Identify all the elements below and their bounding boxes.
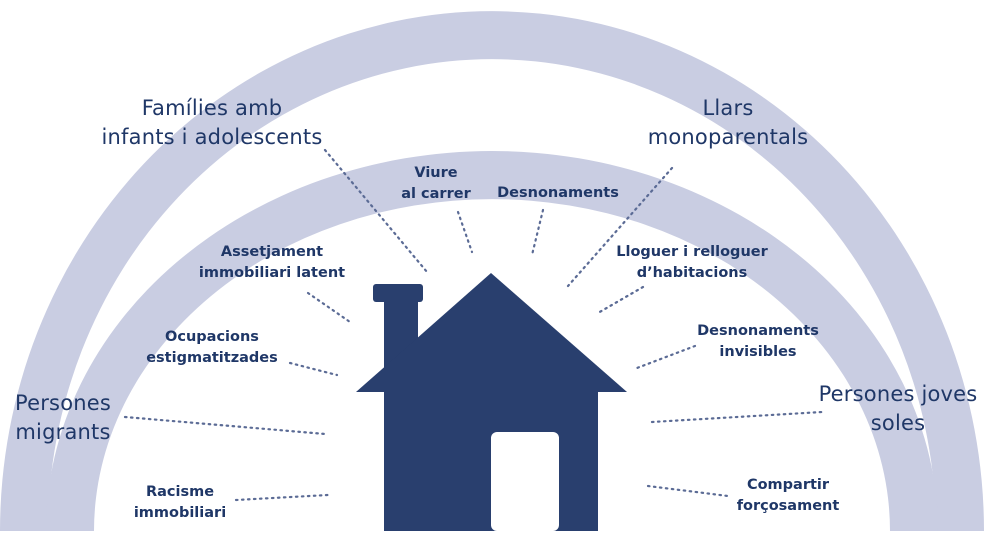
label-families: Famílies amb infants i adolescents	[101, 96, 323, 149]
door	[491, 432, 559, 531]
connectors	[123, 148, 824, 502]
label-rent: Lloguer i relloguer d’habitacions	[616, 244, 768, 281]
label-racism: Racisme immobiliari	[133, 484, 227, 521]
roof	[356, 273, 627, 392]
connector-young	[650, 410, 824, 424]
connector-racism	[234, 493, 330, 502]
label-invisible-evictions: Desnonaments invisibles	[697, 323, 819, 360]
connector-harassment	[306, 291, 352, 324]
connector-migrants	[123, 415, 327, 436]
label-young: Persones joves soles	[818, 382, 978, 435]
label-evictions: Desnonaments	[497, 185, 619, 201]
house-icon	[356, 273, 627, 531]
connector-rent	[596, 285, 645, 315]
connector-single-parent	[566, 166, 674, 288]
label-occupations: Ocupacions estigmatitzades	[146, 329, 278, 366]
chimney-cap	[373, 284, 423, 302]
connector-evictions	[530, 208, 545, 257]
label-migrants: Persones migrants	[14, 391, 112, 444]
connector-families	[323, 148, 429, 274]
connector-sharing	[646, 484, 730, 498]
label-street: Viure al carrer	[401, 165, 471, 202]
label-harassment: Assetjament immobiliari latent	[198, 244, 346, 281]
connector-occupations	[288, 361, 339, 377]
connector-street	[456, 210, 474, 254]
connector-invisible-evictions	[635, 344, 697, 370]
label-sharing: Compartir forçosament	[736, 477, 840, 514]
label-single-parent: Llars monoparentals	[647, 96, 809, 149]
inner-arc	[46, 151, 938, 531]
